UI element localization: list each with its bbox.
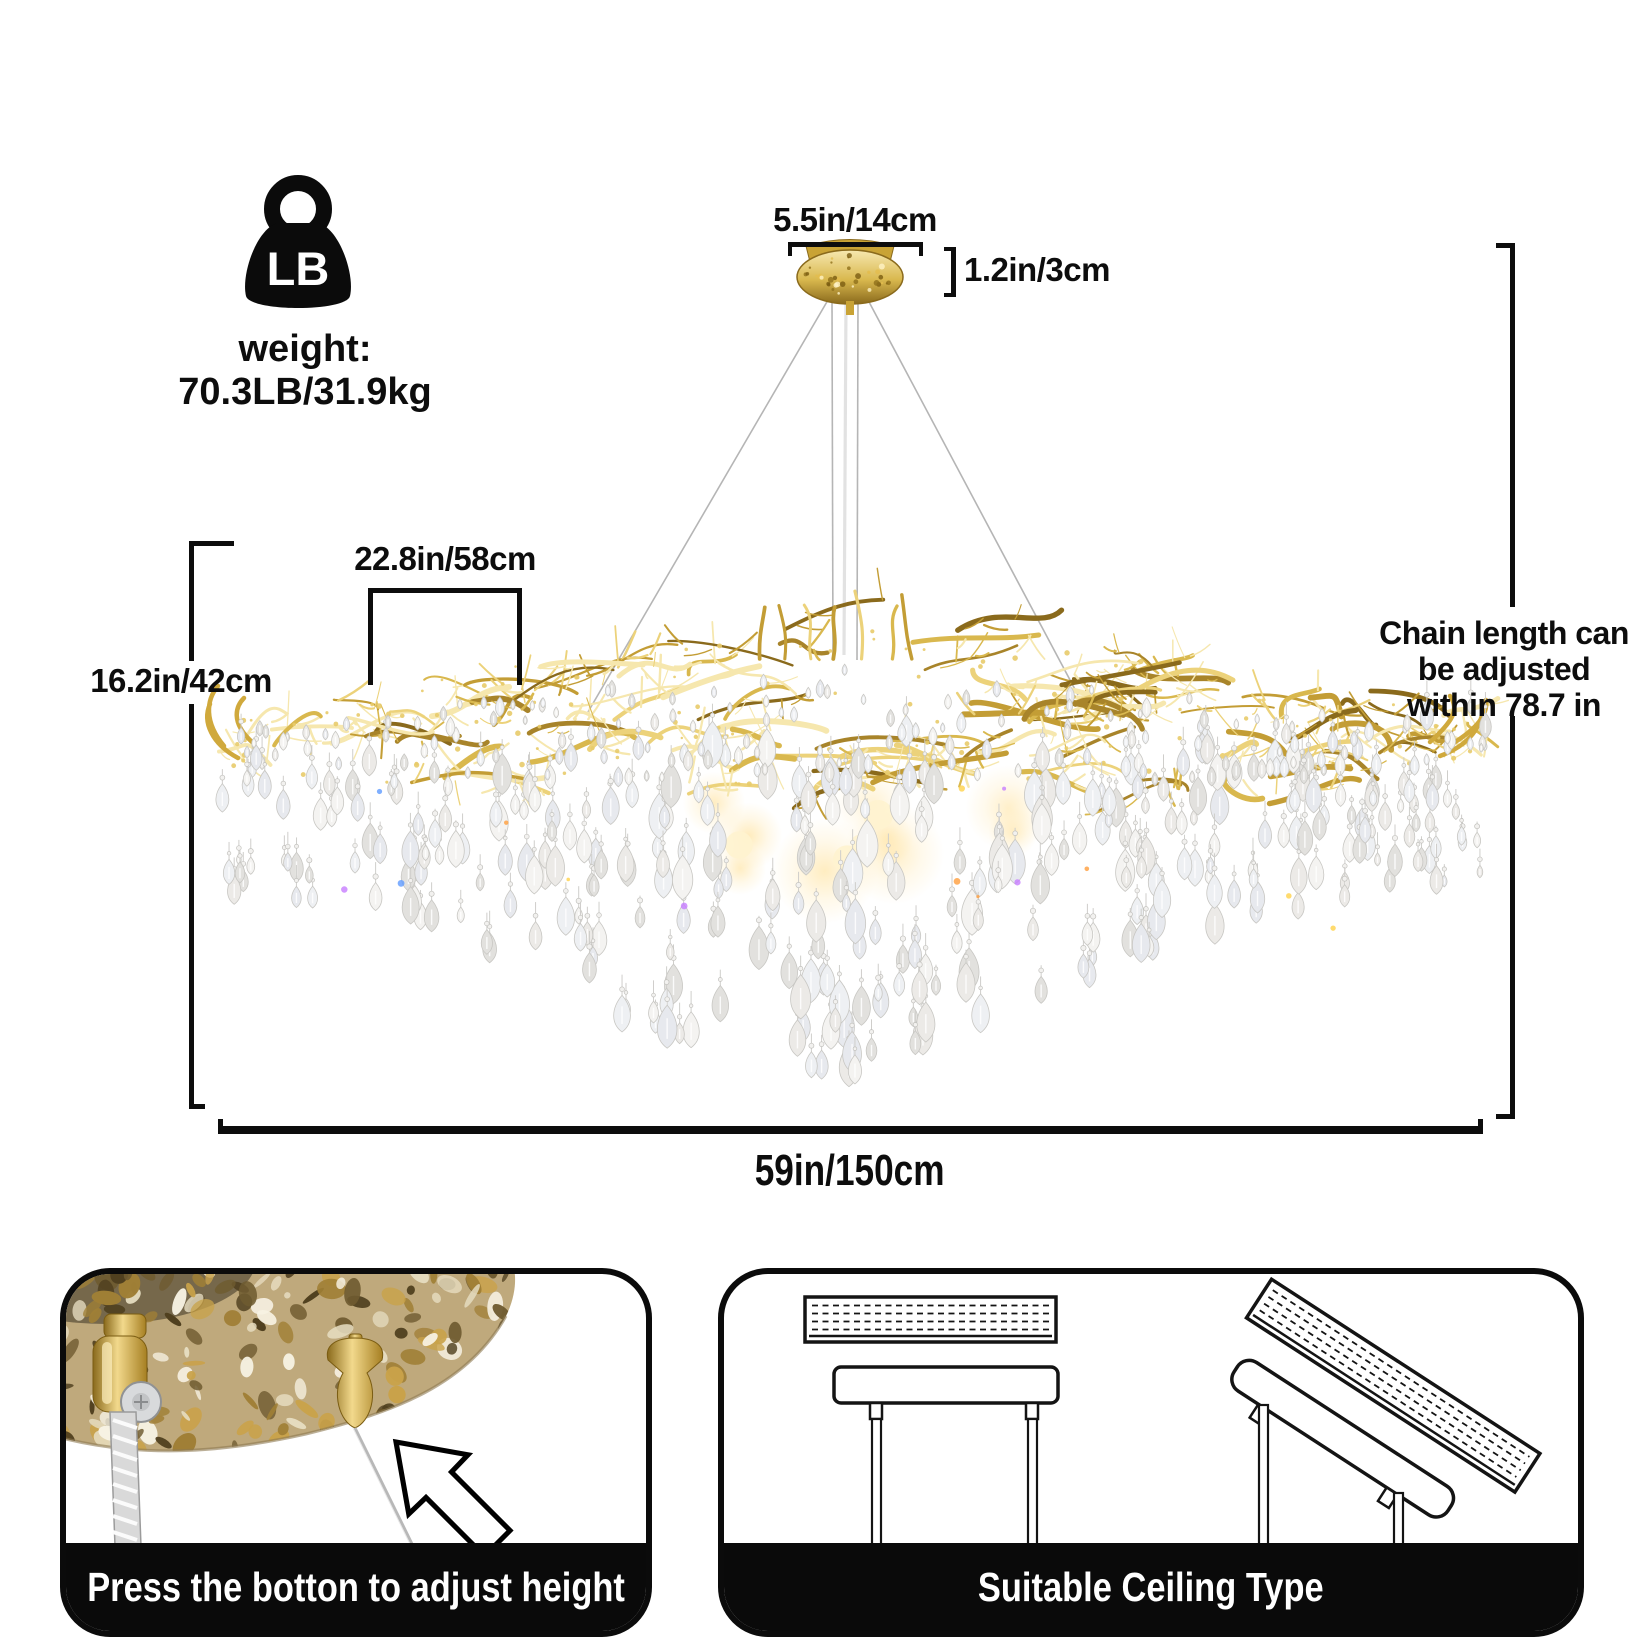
fixture-height-label: 16.2in/42cm [90, 662, 272, 699]
height-adjust-photo [66, 1274, 516, 1560]
fixture-height-line-lower [189, 704, 194, 1109]
canopy-height-bracket [944, 247, 956, 297]
chain-line-bottom-tick [1496, 1114, 1515, 1119]
upper-width-bracket [368, 588, 522, 685]
weight-label: weight: 70.3LB/31.9kg [178, 328, 432, 413]
ceiling-type-diagrams [803, 1276, 1543, 1558]
height-adjust-caption-bar: Press the botton to adjust height [66, 1543, 646, 1631]
fixture-width-label: 59in/150cm [755, 1146, 945, 1195]
svg-text:LB: LB [267, 242, 330, 295]
ceiling-type-caption-bar: Suitable Ceiling Type [724, 1543, 1578, 1631]
canopy-height-label: 1.2in/3cm [964, 251, 1110, 288]
arrow-up-left-icon [392, 1438, 514, 1560]
chain-line-upper [1510, 243, 1515, 607]
height-adjust-panel: Press the botton to adjust height [60, 1268, 652, 1637]
fixture-height-line-upper [189, 541, 194, 661]
fixture-height-top-tick [189, 541, 234, 546]
chain-note: Chain length can be adjusted within 78.7… [1379, 615, 1629, 723]
ceiling-type-panel: Suitable Ceiling Type [718, 1268, 1584, 1637]
fixture-width-bracket [218, 1119, 1483, 1134]
chain-line-lower [1510, 716, 1515, 1119]
upper-width-label: 22.8in/58cm [354, 540, 536, 577]
chain-line-top-tick [1496, 243, 1515, 248]
height-adjust-caption: Press the botton to adjust height [87, 1563, 625, 1610]
canopy-width-label: 5.5in/14cm [773, 201, 937, 238]
ceiling-type-caption: Suitable Ceiling Type [978, 1563, 1324, 1610]
canopy-width-bracket [788, 242, 923, 256]
weight-kettlebell-icon: LB [245, 175, 351, 308]
fixture-height-bottom-tick [189, 1104, 205, 1109]
